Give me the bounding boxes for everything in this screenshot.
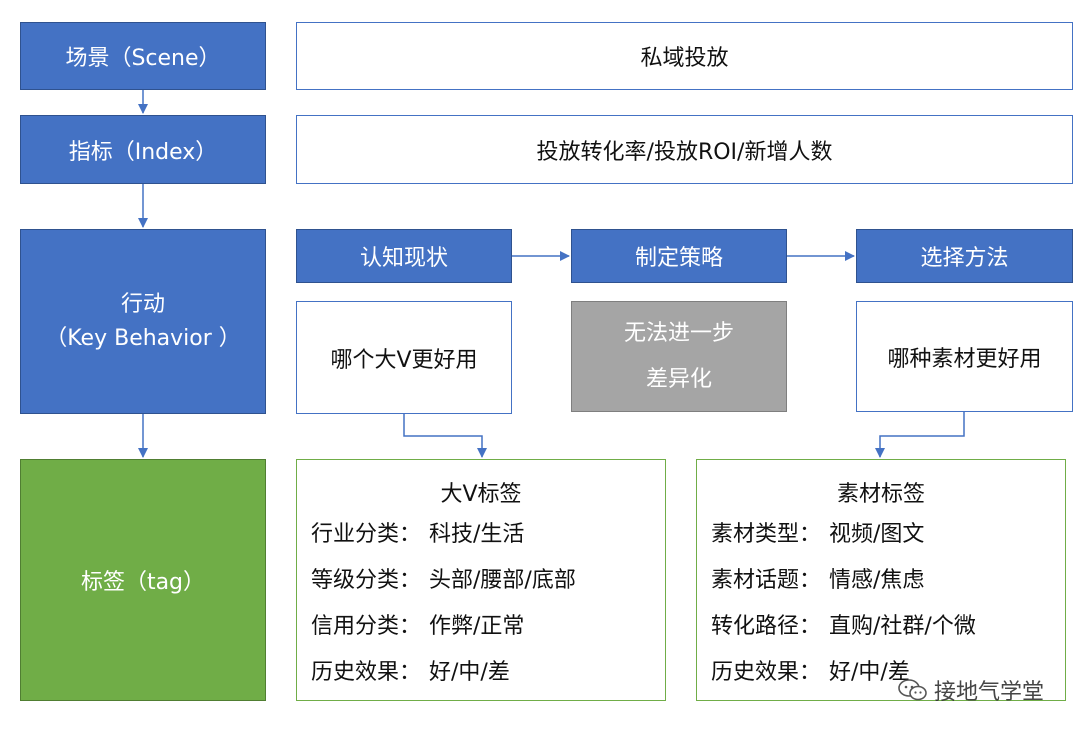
list-item: 转化路径：直购/社群/个微 [711, 614, 976, 639]
list-item: 素材类型：视频/图文 [711, 522, 925, 547]
tag-label: 标签（tag） [20, 459, 266, 701]
no-further-differentiation: 无法进一步 差异化 [571, 301, 787, 412]
list-item: 信用分类：作弊/正常 [311, 614, 525, 639]
step-define-strategy: 制定策略 [571, 229, 787, 283]
watermark: 接地气学堂 [898, 674, 1044, 706]
material-tag-title: 素材标签 [836, 482, 925, 507]
step-understand-status: 认知现状 [296, 229, 512, 283]
question-which-material: 哪种素材更好用 [856, 301, 1073, 412]
list-item: 素材话题：情感/焦虑 [711, 568, 925, 593]
list-item: 历史效果：好/中/差 [311, 660, 510, 685]
kol-tag-title: 大V标签 [440, 482, 522, 507]
list-item: 历史效果：好/中/差 [711, 660, 910, 685]
list-item: 行业分类：科技/生活 [311, 522, 525, 547]
wechat-icon [898, 679, 927, 701]
index-label: 指标（Index） [20, 115, 266, 184]
question-which-kol: 哪个大V更好用 [296, 301, 512, 414]
scene-value-box: 私域投放 [296, 22, 1073, 90]
step-choose-method: 选择方法 [856, 229, 1073, 283]
kol-tag-box: 大V标签 行业分类：科技/生活 等级分类：头部/腰部/底部 信用分类：作弊/正常… [296, 459, 666, 701]
arrow-question-right-to-tag [875, 412, 965, 458]
arrow-question-left-to-tag [403, 414, 487, 458]
scene-label: 场景（Scene） [20, 22, 266, 90]
behavior-label: 行动 （Key Behavior ） [20, 229, 266, 414]
material-tag-box: 素材标签 素材类型：视频/图文 素材话题：情感/焦虑 转化路径：直购/社群/个微… [696, 459, 1066, 701]
index-value-box: 投放转化率/投放ROI/新增人数 [296, 115, 1073, 184]
list-item: 等级分类：头部/腰部/底部 [311, 568, 576, 593]
